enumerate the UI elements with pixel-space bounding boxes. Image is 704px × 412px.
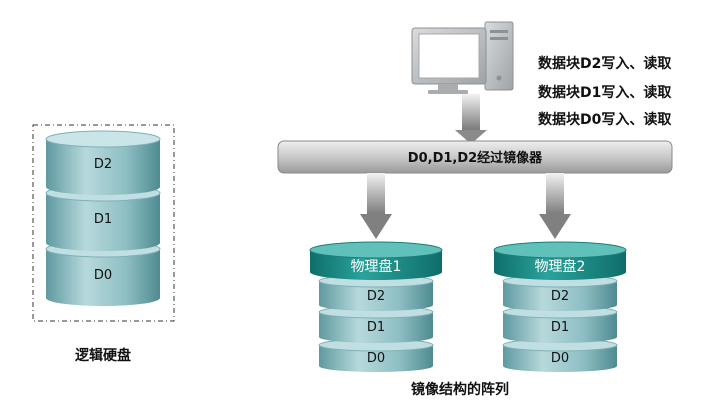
arrow-mirror-to-disk2	[539, 173, 571, 239]
physical-disk-1-layer-d1: D1	[367, 320, 385, 335]
op-line-d0: 数据块D0写入、读取	[538, 111, 672, 128]
physical-disk-1-layer-d0: D0	[367, 351, 385, 366]
logical-disk-caption: 逻辑硬盘	[75, 347, 131, 364]
physical-disk-1: 物理盘1 D2 D1 D0	[309, 241, 443, 372]
logical-layer-d0: D0	[94, 268, 112, 283]
physical-disk-1-header: 物理盘1	[351, 258, 402, 275]
physical-disk-2-layer-d0: D0	[551, 351, 569, 366]
physical-disk-2-layer-d1: D1	[551, 320, 569, 335]
op-line-d2: 数据块D2写入、读取	[538, 55, 672, 72]
physical-disk-2-layer-d2: D2	[551, 289, 569, 304]
physical-disk-1-layer-d2: D2	[367, 289, 385, 304]
logical-layer-d2: D2	[94, 157, 112, 172]
arrow-mirror-to-disk1	[360, 173, 392, 239]
arrow-computer-to-mirror	[455, 94, 487, 144]
mirror-bar: D0,D1,D2经过镜像器	[277, 140, 673, 174]
desktop-computer-icon	[411, 21, 514, 94]
mirror-bar-label: D0,D1,D2经过镜像器	[408, 150, 543, 166]
op-line-d1: 数据块D1写入、读取	[538, 84, 672, 101]
physical-disk-2-header: 物理盘2	[535, 258, 586, 275]
physical-disk-2: 物理盘2 D2 D1 D0	[493, 241, 627, 372]
logical-disk: D2 D1 D0	[45, 130, 161, 306]
logical-disk-frame	[32, 124, 175, 322]
logical-layer-d1: D1	[94, 212, 112, 227]
array-caption: 镜像结构的阵列	[411, 381, 509, 398]
